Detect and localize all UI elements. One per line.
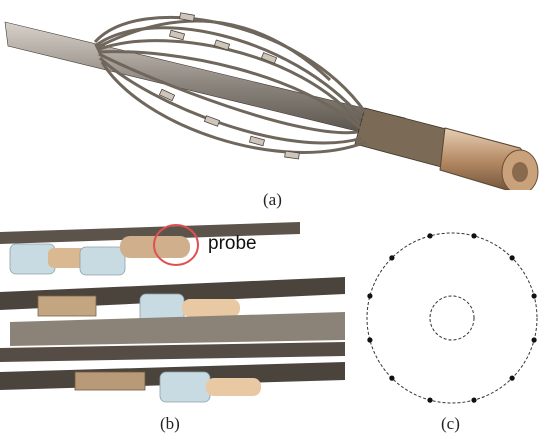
probe-point [471, 397, 477, 403]
probe-point [471, 233, 477, 239]
probe-annotation-label: probe [208, 233, 257, 254]
probe-point [531, 337, 537, 343]
probe-body [48, 248, 86, 268]
probe-point [367, 337, 373, 343]
outer-dashed-ring [366, 232, 538, 404]
probe-point [509, 375, 515, 381]
probe-tip [182, 299, 240, 317]
probe-sleeve [79, 246, 126, 276]
probe-point [367, 293, 373, 299]
caliper-tool-illustration [4, 12, 539, 190]
probe-point [427, 233, 433, 239]
panel-a-tool-image [0, 0, 550, 190]
cross-section-diagram [366, 232, 538, 404]
probe-highlight-circle [153, 224, 199, 266]
panel-b-probe-closeup [0, 222, 350, 412]
panel-c-cross-section [362, 228, 544, 410]
probe-tip [206, 378, 261, 396]
caption-c: (c) [441, 414, 460, 433]
probe-point [531, 293, 537, 299]
inner-dashed-ring [429, 295, 475, 341]
probe-sleeve [159, 371, 211, 403]
probe-point [427, 397, 433, 403]
caption-a: (a) [263, 190, 282, 209]
probe-point [509, 255, 515, 261]
probe-point [389, 255, 395, 261]
probe-closeup-illustration [0, 222, 345, 403]
probe-point [389, 375, 395, 381]
caption-b: (b) [160, 414, 180, 433]
